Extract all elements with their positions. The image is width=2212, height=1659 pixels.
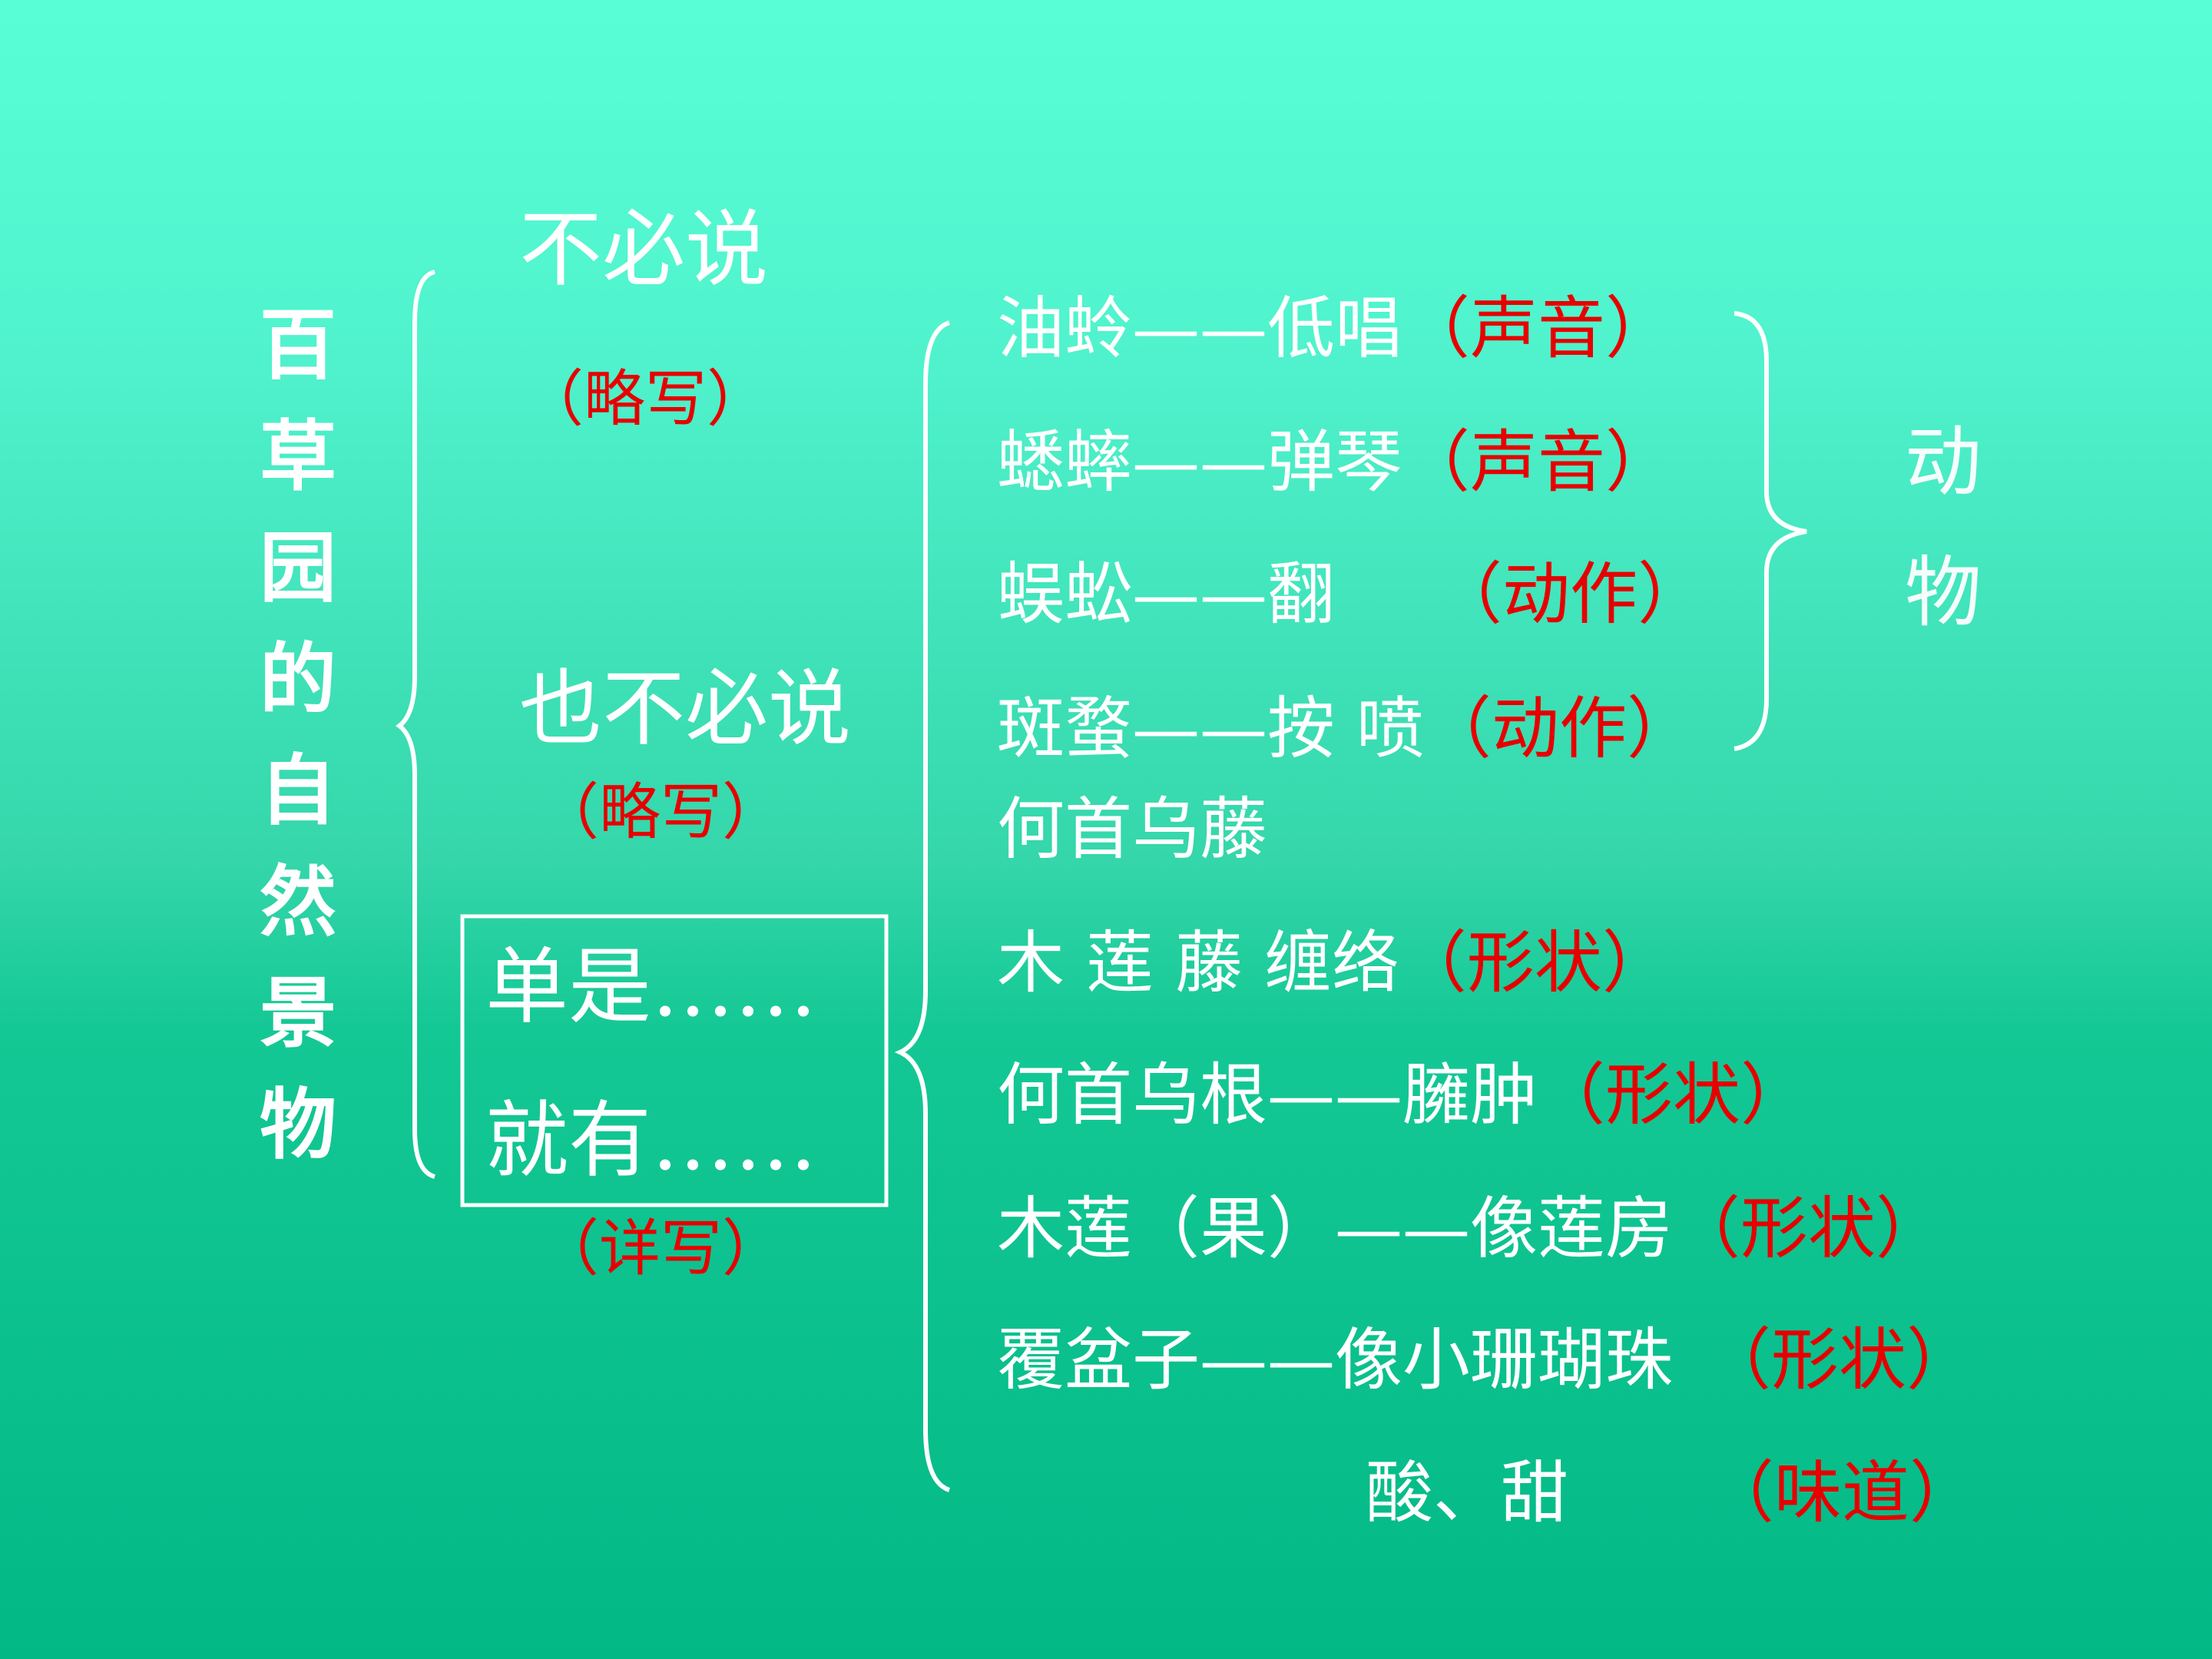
list-item: 斑蝥——按 喷（动作） <box>997 695 1694 763</box>
list-item: 何首乌藤 <box>997 796 1267 863</box>
list-item: 覆盆子——像小珊瑚珠（形状） <box>997 1326 1974 1394</box>
item-tag: （形状） <box>1538 1055 1809 1134</box>
item-detail: 臃肿 <box>1402 1055 1538 1134</box>
item-subject: 何首乌藤 <box>997 790 1268 869</box>
item-dash: —— <box>1200 1320 1336 1399</box>
item-subject: 木 莲 藤 缠络 <box>997 923 1399 1002</box>
detail-box <box>460 914 889 1207</box>
item-tag: （声音） <box>1402 289 1674 368</box>
list-item: 木 莲 藤 缠络（形状） <box>997 929 1670 997</box>
list-item: 酸、甜（味道） <box>1366 1459 1977 1527</box>
title-char: 百 <box>260 300 336 390</box>
title-char: 草 <box>260 412 336 502</box>
item-dash: —— <box>1132 555 1268 634</box>
item-detail: 翻 <box>1267 555 1336 634</box>
item-subject: 油蛉 <box>997 289 1133 368</box>
title-char: 自 <box>260 746 336 836</box>
title-char: 然 <box>260 857 336 947</box>
title-char: 景 <box>260 969 336 1058</box>
item-dash: —— <box>1267 1055 1403 1134</box>
item-detail: 像小珊瑚珠 <box>1335 1320 1674 1399</box>
item-subject: 覆盆子 <box>997 1320 1200 1399</box>
item-detail: 低唱 <box>1267 289 1403 368</box>
list-item: 木莲（果）——像莲房（形状） <box>997 1195 1943 1263</box>
title-char: 园 <box>260 523 336 613</box>
item-subject: 斑蝥 <box>997 689 1133 768</box>
item-tag: （形状） <box>1673 1189 1944 1268</box>
item-subject: 蜈蚣 <box>997 555 1133 634</box>
item-tag: （动作） <box>1424 689 1695 768</box>
animal-brace <box>1734 311 1807 751</box>
title-char: 的 <box>260 634 336 724</box>
item-detail: 像莲房 <box>1470 1189 1674 1268</box>
item-tag: （形状） <box>1704 1320 1975 1399</box>
item-detail: 酸、甜 <box>1366 1453 1569 1532</box>
main-brace <box>396 270 436 1179</box>
item-subject: 木莲（果） <box>997 1189 1336 1268</box>
animal-group-char: 物 <box>1905 548 1982 637</box>
animal-group-char: 动 <box>1905 417 1982 507</box>
item-tag: （形状） <box>1399 923 1670 1002</box>
item-dash: —— <box>1132 289 1268 368</box>
branch-1-label: 不必说 <box>519 202 769 298</box>
item-dash: —— <box>1132 689 1268 768</box>
list-item: 油蛉——低唱（声音） <box>997 295 1673 363</box>
branch-1-note: （略写） <box>522 363 768 435</box>
item-detail: 弹琴 <box>1267 422 1403 502</box>
item-detail: 按 喷 <box>1267 689 1424 768</box>
item-subject: 蟋蟀 <box>997 422 1133 502</box>
branch-3-note: （详写） <box>538 1213 783 1284</box>
branch-3-line2: 就有…… <box>485 1093 818 1189</box>
branch-2-note: （略写） <box>538 777 783 848</box>
branch-3-line1: 单是…… <box>485 939 818 1035</box>
title-char: 物 <box>260 1080 336 1170</box>
item-dash: —— <box>1335 1189 1471 1268</box>
item-subject: 何首乌根 <box>997 1055 1268 1134</box>
list-item: 蟋蟀——弹琴（声音） <box>997 429 1673 496</box>
item-dash: —— <box>1132 422 1268 502</box>
items-brace <box>894 320 951 1492</box>
item-tag: （声音） <box>1402 422 1674 502</box>
item-tag: （味道） <box>1707 1453 1978 1532</box>
item-tag: （动作） <box>1435 555 1706 634</box>
branch-2-label: 也不必说 <box>519 661 852 757</box>
list-item: 何首乌根——臃肿（形状） <box>997 1061 1808 1129</box>
list-item: 蜈蚣——翻（动作） <box>997 561 1705 628</box>
